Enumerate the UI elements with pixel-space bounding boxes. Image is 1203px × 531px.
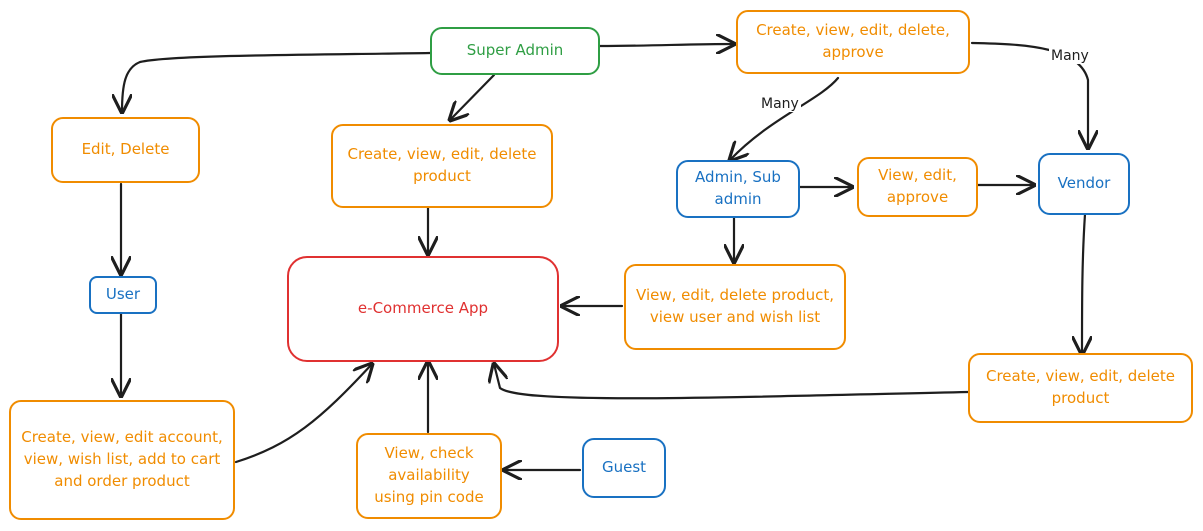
edge-superadmin-to-create-view-edit-delete-approve (598, 44, 734, 46)
node-vendor-create-view-edit-delete-product: Create, view, edit, delete product (968, 353, 1193, 423)
node-view-edit-delete-product-user-wishlist: View, edit, delete product, view user an… (624, 264, 846, 350)
edge-superadmin-to-edit-delete (122, 51, 432, 112)
edge-approve-to-admin (730, 76, 840, 160)
node-guest-actions: View, check availability using pin code (356, 433, 502, 519)
edge-vendor-actions-to-ecommerce (494, 364, 970, 400)
edge-user-actions-to-ecommerce (234, 364, 372, 464)
node-user-actions: Create, view, edit account, view, wish l… (9, 400, 235, 520)
edge-label-many: Many (759, 96, 801, 112)
node-user: User (89, 276, 157, 314)
node-super-admin: Super Admin (430, 27, 600, 75)
edge-superadmin-to-create-view-edit-delete-product (450, 73, 496, 120)
node-edit-delete: Edit, Delete (51, 117, 200, 183)
node-create-view-edit-delete-product: Create, view, edit, delete product (331, 124, 553, 208)
edge-vendor-to-vendor-actions (1082, 212, 1085, 354)
node-create-view-edit-delete-approve: Create, view, edit, delete, approve (736, 10, 970, 74)
node-admin-sub-admin: Admin, Sub admin (676, 160, 800, 218)
edge-label-many: Many (1049, 48, 1091, 64)
node-ecommerce-app: e-Commerce App (287, 256, 559, 362)
node-guest: Guest (582, 438, 666, 498)
node-view-edit-approve: View, edit, approve (857, 157, 978, 217)
node-vendor: Vendor (1038, 153, 1130, 215)
